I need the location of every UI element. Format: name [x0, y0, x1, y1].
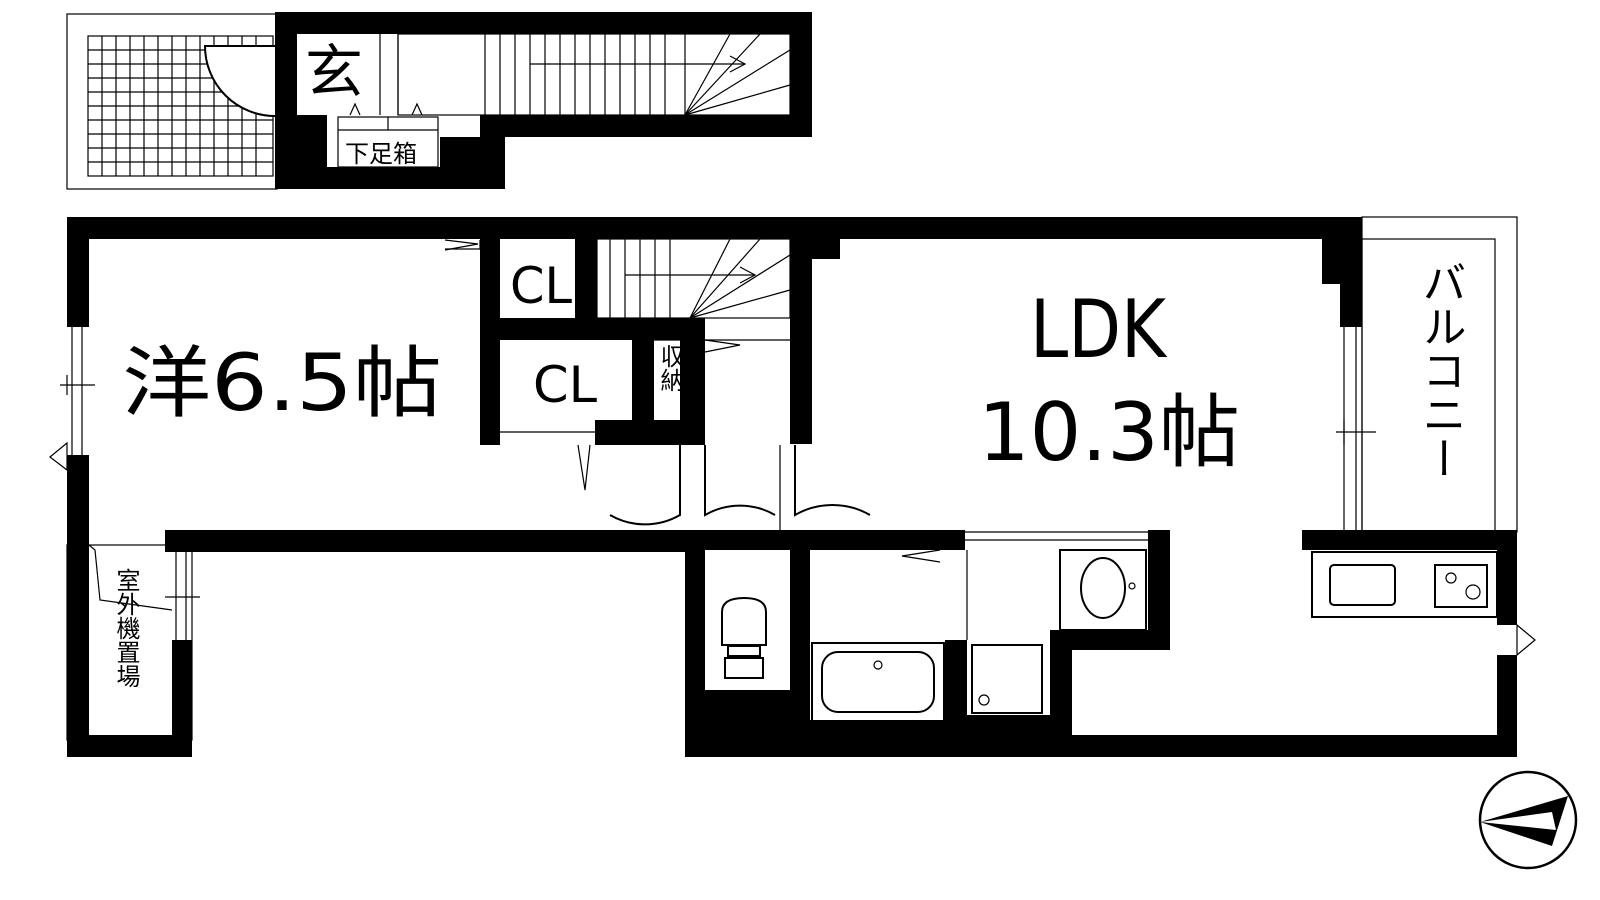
- stairs-icon: [397, 33, 791, 116]
- closet-label-2: CL: [533, 356, 597, 414]
- washbasin-icon: [965, 531, 1148, 714]
- main-walls: [66, 216, 1518, 757]
- sink-icon: [1329, 564, 1396, 606]
- closet-label-1: CL: [510, 257, 572, 315]
- left-window: [49, 327, 95, 472]
- compass-icon: [1478, 770, 1578, 870]
- outdoor-unit-window: [88, 544, 200, 640]
- kitchen-counter: [1311, 551, 1536, 657]
- ldk-label: LDK: [1030, 283, 1168, 376]
- shoe-box-label: 下足箱: [345, 140, 417, 168]
- outdoor-unit-label: 室外機置場: [112, 568, 140, 688]
- genkan-label: 玄: [305, 38, 363, 106]
- door-swing-ldk: [794, 445, 871, 517]
- entry-door-swing: [203, 45, 276, 117]
- stairs-icon: [596, 238, 791, 353]
- balcony-window: [1336, 327, 1376, 530]
- balcony-label: バルコニー: [1415, 260, 1466, 480]
- stove-icon: [1434, 564, 1488, 608]
- storage-label: 収納: [656, 344, 684, 392]
- ldk-size-label: 10.3帖: [978, 386, 1240, 479]
- bathtub-icon: [811, 549, 945, 722]
- entrance-block: [66, 12, 812, 190]
- door-swing-toilet: [704, 445, 776, 517]
- toilet-icon: [721, 596, 767, 679]
- western-room-label: 洋6.5帖: [122, 339, 442, 429]
- door-swing-western: [609, 445, 681, 526]
